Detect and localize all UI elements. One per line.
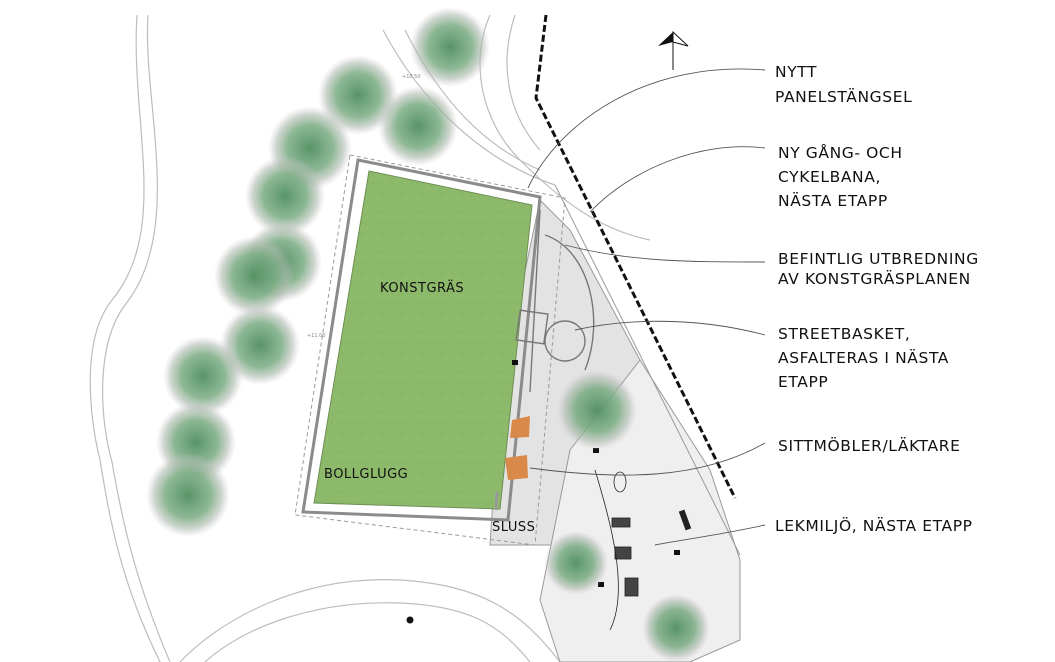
path-edge [554,184,741,556]
north-arrow-icon [658,30,689,70]
callout-playground: LEKMILJÖ, NÄSTA ETAPP [775,516,973,535]
artificial-turf [313,170,533,510]
callout-line: NÄSTA ETAPP [778,191,888,210]
callout-line: SITTMÖBLER/LÄKTARE [778,436,961,455]
callout-line: LEKMILJÖ, NÄSTA ETAPP [775,516,973,535]
callout-basket: STREETBASKET, ASFALTERAS I NÄSTA ETAPP [778,325,949,391]
tree [642,594,710,662]
gate-markers [406,360,680,624]
callout-line: PANELSTÄNGSEL [775,87,912,106]
elevation-label: +10.50 [402,74,421,80]
pitch-fence [301,158,542,522]
airlock-label: SLUSS [492,520,535,535]
callout-extent: BEFINTLIG UTBREDNING AV KONSTGRÄSPLANEN [778,250,979,288]
ball-pocket-label: BOLLGLUGG [324,467,408,482]
trees [146,7,710,662]
elevation-label: +11.00 [307,333,326,339]
bench [678,509,692,531]
turf-label: KONSTGRÄS [380,280,464,296]
seating-1 [510,416,530,438]
tree [245,156,325,236]
tree [163,336,243,416]
callout-line: NYTT [775,63,817,81]
airlock-marker [494,491,499,511]
new-panel-fence [534,14,737,499]
callout-line: NY GÅNG- OCH [778,143,903,162]
streetbasket-court [515,209,595,393]
callout-fence: NYTT PANELSTÄNGSEL [775,63,912,106]
callout-line: ASFALTERAS I NÄSTA [778,348,949,367]
tree [318,55,398,135]
callout-line: AV KONSTGRÄSPLANEN [778,269,971,288]
tree [146,453,230,537]
seating-2 [505,455,528,480]
leader-lines [527,68,766,546]
tree [544,531,608,595]
callout-line: STREETBASKET, [778,325,910,343]
tree [557,370,637,450]
tree [410,7,490,87]
callout-line: CYKELBANA, [778,168,881,186]
existing-pitch-extent [294,154,566,546]
callout-seating: SITTMÖBLER/LÄKTARE [778,436,961,455]
callout-path: NY GÅNG- OCH CYKELBANA, NÄSTA ETAPP [778,143,903,210]
play-equipment [594,469,639,631]
tree [378,86,458,166]
callout-line: BEFINTLIG UTBREDNING [778,250,979,268]
tree [214,236,294,316]
callout-line: ETAPP [778,373,828,391]
